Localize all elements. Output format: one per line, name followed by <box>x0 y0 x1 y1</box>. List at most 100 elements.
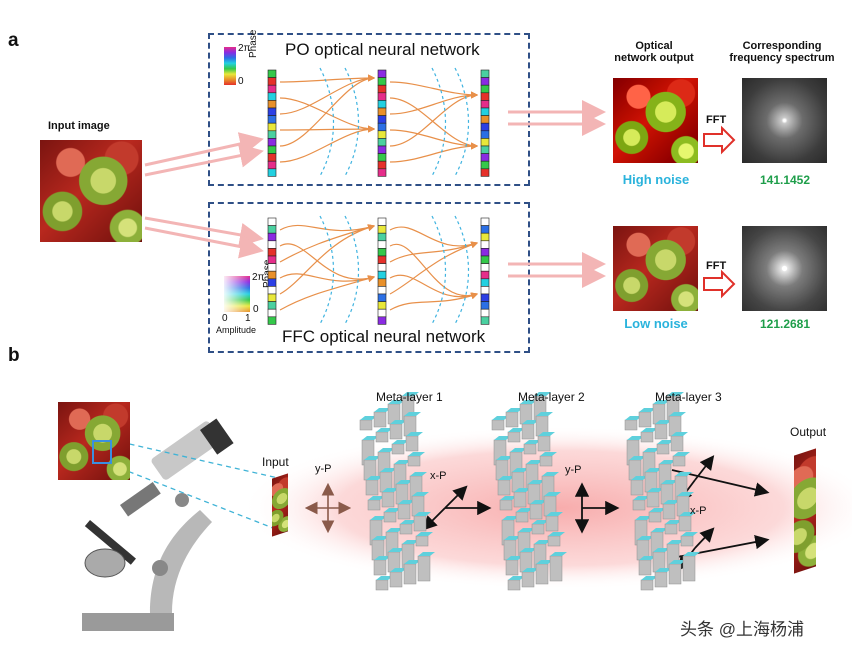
diffractive-pixel <box>480 232 490 242</box>
low-noise-output-image <box>613 226 698 311</box>
meta-pillar <box>531 523 545 535</box>
light-ray <box>279 275 376 311</box>
meta-pillar-top <box>512 468 529 472</box>
meta-pillar-top <box>522 420 539 424</box>
meta-pillar <box>547 535 561 547</box>
diffractive-pixel <box>377 293 387 302</box>
diffractive-pixel <box>267 232 277 242</box>
meta-pillar <box>529 503 543 520</box>
diffractive-pixel <box>267 308 277 318</box>
diffractive-pixel <box>267 84 277 94</box>
meta-layer-3-label: Meta-layer 3 <box>655 390 722 404</box>
meta-pillar <box>403 563 417 585</box>
meta-pillar <box>507 431 521 443</box>
network-to-output-arrows <box>508 100 606 288</box>
po-network-title: PO optical neural network <box>285 40 480 59</box>
ffc-amp-min: 0 <box>222 313 228 324</box>
diffractive-pixel <box>480 240 490 249</box>
low-noise-value: 121.2681 <box>759 317 811 331</box>
meta-pillar <box>359 419 373 431</box>
light-ray <box>389 81 479 99</box>
meta-pillar-top <box>661 480 678 484</box>
meta-pillar-top <box>498 476 515 480</box>
meta-pillar-top <box>675 472 692 476</box>
diffractive-pixel <box>377 217 387 226</box>
input-slice-image <box>272 473 288 537</box>
diffractive-pixel <box>267 107 277 116</box>
meta-pillar <box>523 443 537 455</box>
diffractive-pixel <box>267 168 277 177</box>
meta-pillar <box>365 479 379 496</box>
diffractive-pixel <box>377 100 387 109</box>
diffractive-pixel <box>480 168 490 177</box>
diffractive-pixel <box>377 145 387 154</box>
meta-pillar-top <box>504 536 521 540</box>
meta-pillar-top <box>520 548 537 552</box>
diffractive-pixel <box>480 160 490 170</box>
light-ray <box>389 274 479 300</box>
ffc-phase-amplitude-map <box>224 276 250 312</box>
light-ray <box>389 243 479 300</box>
meta-pillar-top <box>669 412 686 416</box>
meta-pillar <box>497 479 511 496</box>
pol-y-p-layer2: y-P <box>565 464 582 476</box>
diffractive-pixel <box>267 69 277 78</box>
meta-pillar <box>537 435 551 452</box>
meta-pillar-top <box>534 392 551 396</box>
diffractive-pixel <box>377 278 387 287</box>
meta-pillar-top <box>374 408 391 412</box>
light-ray <box>279 273 376 283</box>
meta-pillar-top <box>364 456 381 460</box>
meta-pillar-top <box>631 476 648 480</box>
diffractive-pixel <box>267 293 277 302</box>
meta-pillar <box>397 503 411 520</box>
diffractive-pixel <box>377 270 387 280</box>
meta-pillar-top <box>532 520 549 524</box>
diffraction-wavefront <box>454 215 469 325</box>
meta-pillar-top <box>653 400 670 404</box>
diffraction-wavefront <box>454 67 469 177</box>
meta-pillar-top <box>382 488 399 492</box>
meta-pillar-top <box>526 460 543 464</box>
meta-pillar-top <box>396 480 413 484</box>
ffc-phase-max: 2π <box>252 272 265 283</box>
diffractive-pixel <box>377 160 387 170</box>
light-ray <box>279 74 376 83</box>
diffractive-pixel <box>480 270 490 280</box>
meta-pillar-top <box>546 512 563 516</box>
meta-pillar-top <box>669 560 686 564</box>
meta-pillar <box>521 423 535 440</box>
meta-pillar-top <box>496 456 513 460</box>
meta-pillar-top <box>508 428 525 432</box>
pol-x-p-layer1: x-P <box>430 470 447 482</box>
meta-pillar <box>638 559 652 576</box>
meta-pillar-top <box>679 512 696 516</box>
meta-pillar-top <box>378 448 395 452</box>
meta-pillar <box>539 455 553 467</box>
diffractive-pixel <box>480 138 490 147</box>
light-ray <box>279 74 376 115</box>
diffractive-pixel <box>267 130 277 139</box>
meta-pillar-top <box>394 460 411 464</box>
meta-pillar-top <box>671 432 688 436</box>
diffractive-pixel <box>480 278 490 287</box>
diffractive-pixel <box>377 316 387 325</box>
meta-pillar-top <box>544 492 561 496</box>
po-phase-min: 0 <box>238 76 244 87</box>
fft-arrows <box>703 125 736 299</box>
meta-pillar-top <box>508 576 525 580</box>
meta-pillar <box>549 555 563 582</box>
meta-pillar <box>383 511 397 523</box>
meta-pillar-top <box>366 476 383 480</box>
meta-pillar-top <box>637 536 654 540</box>
panel-b-graphics <box>82 392 852 631</box>
diffractive-pixel <box>480 308 490 318</box>
meta-pillar-top <box>514 488 531 492</box>
input-label: Input <box>262 455 289 469</box>
diffractive-pixel <box>377 77 387 86</box>
output-header: Optical network output <box>614 40 694 64</box>
meta-pillar-top <box>645 468 662 472</box>
meta-pillar-top <box>510 448 527 452</box>
diffractive-pixel <box>267 316 277 325</box>
light-ray <box>389 129 479 150</box>
